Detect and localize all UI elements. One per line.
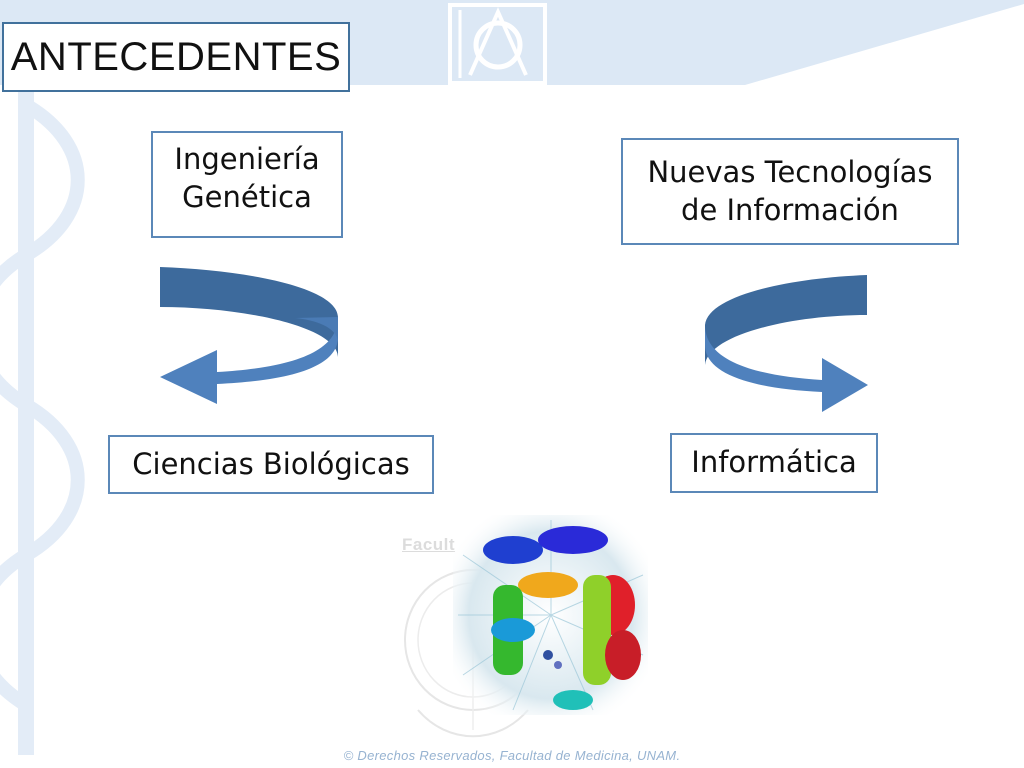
ingenieria-genetica-label: Ingeniería Genética: [174, 142, 320, 214]
curved-arrow-left-icon: [160, 267, 338, 404]
caduceus-watermark-icon: [0, 85, 85, 755]
unam-medicine-seal-icon: [448, 3, 547, 85]
copyright-footer: © Derechos Reservados, Facultad de Medic…: [343, 748, 681, 763]
informatica-box: Informática: [670, 433, 878, 493]
nuevas-tecnologias-label: Nuevas Tecnologías de Información: [647, 154, 933, 227]
ciencias-biologicas-box: Ciencias Biológicas: [108, 435, 434, 494]
faculty-watermark-text: Facult: [402, 535, 456, 554]
protein-structure-image: [453, 515, 648, 715]
ingenieria-genetica-box: Ingeniería Genética: [151, 131, 343, 238]
slide-title: ANTECEDENTES: [2, 22, 350, 92]
slide-title-text: ANTECEDENTES: [10, 34, 342, 79]
informatica-label: Informática: [691, 445, 857, 480]
curved-arrow-right-icon: [705, 275, 868, 412]
ciencias-biologicas-label: Ciencias Biológicas: [132, 446, 410, 481]
nuevas-tecnologias-box: Nuevas Tecnologías de Información: [621, 138, 959, 245]
